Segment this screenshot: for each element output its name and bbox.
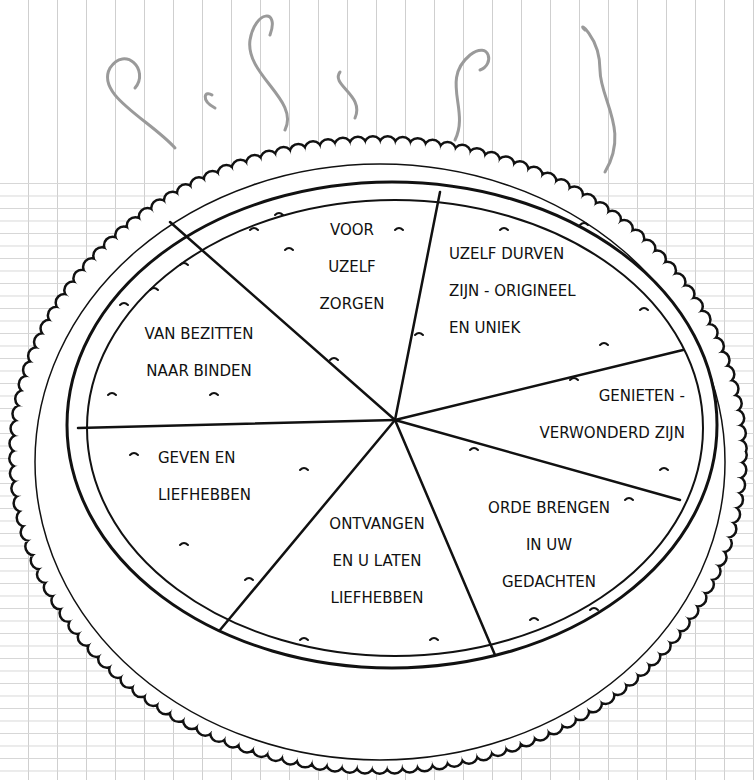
slice-label: ONTVANGEN EN U LATEN LIEFHEBBEN [320,506,434,617]
slice-label: ORDE BRENGEN IN UW GEDACHTEN [482,490,616,601]
pie-slice: GEVEN EN LIEFHEBBEN [156,440,284,514]
pie-slice: VOOR UZELF ZORGEN [310,212,394,323]
pie-slice: ORDE BRENGEN IN UW GEDACHTEN [480,490,618,601]
pie-slice: VAN BEZITTEN NAAR BINDEN [124,316,274,390]
pie-slice: GENIETEN - VERWONDERD ZIJN [515,378,687,452]
crust [18,145,738,765]
slice-label: UZELF DURVEN ZIJN - ORIGINEEL EN UNIEK [449,236,593,347]
pie-slice: ONTVANGEN EN U LATEN LIEFHEBBEN [318,506,436,617]
slice-lines [78,192,683,655]
slice-label: VAN BEZITTEN NAAR BINDEN [126,316,272,390]
slice-label: VOOR UZELF ZORGEN [312,212,392,323]
slice-label: GENIETEN - VERWONDERD ZIJN [517,378,685,452]
pie-slice: UZELF DURVEN ZIJN - ORIGINEEL EN UNIEK [447,236,595,347]
slice-label: GEVEN EN LIEFHEBBEN [158,440,282,514]
